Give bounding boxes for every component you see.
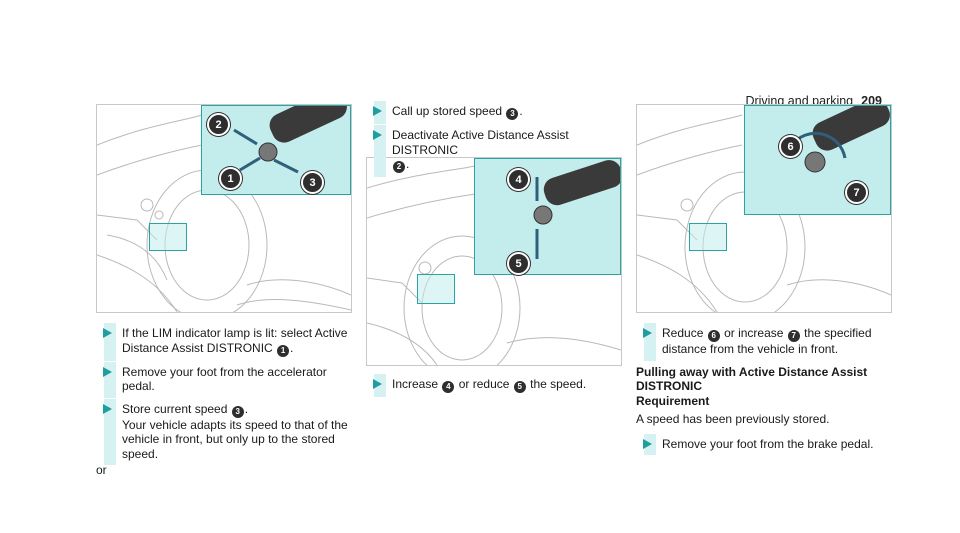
lever-inset [474, 158, 621, 275]
lever-inset [744, 105, 891, 215]
ref-number: 1 [277, 344, 290, 357]
lever-detail-illustration [789, 105, 890, 173]
step-arrow-icon [373, 106, 382, 116]
ref-number: 7 [787, 330, 800, 342]
ref-number: 6 [707, 330, 720, 342]
step-text: Store current speed [122, 401, 228, 416]
step-text: the speed. [530, 377, 587, 391]
step-text: Remove your foot from the accelerator pe… [122, 364, 327, 394]
instructions-col-2b: Increase 4 or reduce 5 the speed. [366, 374, 624, 401]
cockpit-illustration [367, 165, 621, 365]
step-result-text: Your vehicle adapts its speed to that of… [122, 417, 348, 461]
step-text: or reduce [458, 377, 510, 391]
step: Reduce 6 or increase 7 the specified dis… [636, 323, 894, 360]
step-arrow-icon [103, 403, 112, 414]
ref-number: 4 [442, 381, 455, 393]
figure-lever-activate: 2 1 3 [96, 104, 352, 313]
step-arrow-icon [643, 328, 652, 338]
ref-number: 2 [393, 161, 405, 173]
step-text: Remove your foot from the brake pedal. [662, 436, 874, 451]
step-arrow-icon [103, 366, 112, 377]
callout-3: 3 [301, 171, 324, 194]
step: Call up stored speed 3. [366, 101, 624, 124]
lever-location-marker [149, 223, 187, 251]
step: Remove your foot from the brake pedal. [636, 433, 894, 455]
ref-number: 3 [506, 108, 519, 120]
step-text: Deactivate Active Distance Assist DISTRO… [392, 128, 569, 157]
step-arrow-icon [373, 130, 382, 140]
step-text: If the LIM indicator lamp is lit: select… [122, 326, 348, 355]
requirement-text: A speed has been previously stored. [636, 412, 830, 426]
callout-4: 4 [507, 168, 530, 191]
callout-1: 1 [219, 167, 242, 190]
step-arrow-icon [643, 438, 652, 449]
step-text: the specified distance from the vehicle … [662, 326, 872, 356]
lever-detail-illustration [533, 160, 621, 259]
step-text: . [244, 401, 249, 416]
callout-6: 6 [779, 135, 802, 158]
callout-2: 2 [207, 113, 230, 136]
ref-number: 5 [513, 381, 526, 393]
or-text: or [96, 463, 107, 477]
step-text: . [519, 104, 523, 118]
subsection-heading: Requirement [636, 393, 710, 408]
step: Remove your foot from the accelerator pe… [96, 361, 354, 398]
step: Increase 4 or reduce 5 the speed. [366, 374, 624, 397]
step-text: Increase [392, 377, 439, 391]
instructions-col-3: Reduce 6 or increase 7 the specified dis… [636, 323, 894, 459]
step-text: . [290, 340, 294, 355]
figure-lever-speed: 4 5 [366, 157, 622, 366]
step-text: . [406, 157, 410, 171]
step-arrow-icon [103, 328, 112, 338]
section-heading: Pulling away with Active Distance Assist… [636, 364, 868, 394]
lever-location-marker [417, 274, 455, 304]
step: Store current speed 3.Your vehicle adapt… [96, 398, 354, 465]
callout-5: 5 [507, 252, 530, 275]
callout-7: 7 [845, 181, 868, 204]
step-text: or increase [724, 326, 784, 340]
lever-location-marker [689, 223, 727, 251]
step-arrow-icon [373, 379, 382, 389]
step-text: Call up stored speed [392, 104, 503, 118]
figure-lever-distance: 6 7 [636, 104, 892, 313]
instructions-col-1: If the LIM indicator lamp is lit: select… [96, 323, 354, 484]
lever-detail-illustration [233, 105, 347, 174]
step: If the LIM indicator lamp is lit: select… [96, 323, 354, 360]
instructions-col-2: Call up stored speed 3. Deactivate Activ… [366, 101, 624, 181]
ref-number: 3 [231, 405, 244, 418]
step-text: Reduce [662, 326, 704, 340]
step: Deactivate Active Distance Assist DISTRO… [366, 125, 624, 177]
